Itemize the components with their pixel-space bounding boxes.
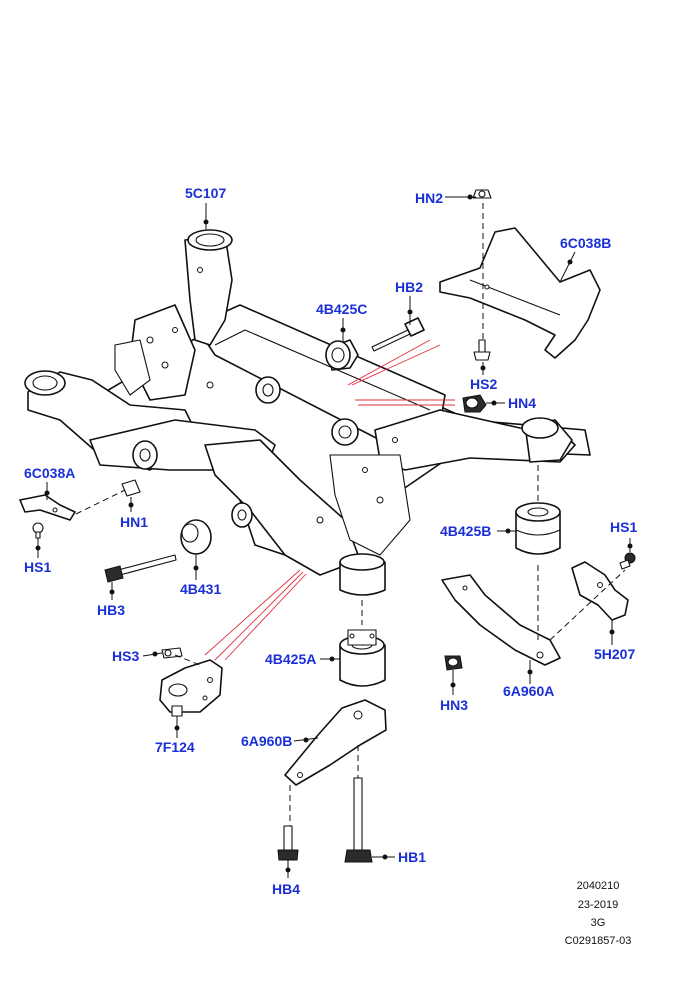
bushing-4b431 xyxy=(180,519,212,555)
label-hs3: HS3 xyxy=(112,648,139,664)
label-hn4: HN4 xyxy=(508,395,536,411)
bracket-6a960b xyxy=(284,699,387,786)
red-alignment-lines xyxy=(204,339,455,661)
bolt-hb3 xyxy=(104,554,177,583)
nut-hn3 xyxy=(444,655,463,671)
screw-hs1-left xyxy=(32,522,44,539)
nut-hn2 xyxy=(472,189,492,199)
alignment-lines xyxy=(75,203,626,826)
screw-hs1-right xyxy=(619,552,636,570)
bracket-6a960a xyxy=(441,574,561,666)
label-6c038a: 6C038A xyxy=(24,465,75,481)
rear-subframe xyxy=(24,229,591,596)
label-hb4: HB4 xyxy=(272,881,300,897)
reference-line-1: 2040210 xyxy=(577,880,620,892)
callout-labels: 5C107 HN2 6C038B 4B425C HB2 HS2 HN4 6C03… xyxy=(24,185,637,897)
reference-line-2: 23-2019 xyxy=(578,899,618,911)
label-hs1-left: HS1 xyxy=(24,559,51,575)
nut-hn1 xyxy=(121,479,141,497)
leader-lines xyxy=(35,194,633,878)
screw-hs2 xyxy=(473,339,491,361)
label-6a960a: 6A960A xyxy=(503,683,554,699)
reference-line-4: C0291857-03 xyxy=(565,935,632,947)
bolt-hb4 xyxy=(277,825,299,861)
bushing-4b425c xyxy=(325,339,359,371)
bracket-7f124 xyxy=(159,659,223,717)
mount-4b425b xyxy=(515,502,561,555)
bolt-hb1 xyxy=(344,777,373,863)
label-4b425a: 4B425A xyxy=(265,651,316,667)
label-5h207: 5H207 xyxy=(594,646,635,662)
label-hs1-right: HS1 xyxy=(610,519,637,535)
heat-shield-6c038b xyxy=(439,227,601,359)
label-hn2: HN2 xyxy=(415,190,443,206)
label-hb3: HB3 xyxy=(97,602,125,618)
label-hs2: HS2 xyxy=(470,376,497,392)
label-4b425c: 4B425C xyxy=(316,301,367,317)
label-6a960b: 6A960B xyxy=(241,733,292,749)
label-4b431: 4B431 xyxy=(180,581,221,597)
reference-line-3: 3G xyxy=(591,917,606,929)
label-7f124: 7F124 xyxy=(155,739,195,755)
nut-hn4 xyxy=(462,394,487,413)
label-6c038b: 6C038B xyxy=(560,235,611,251)
label-5c107: 5C107 xyxy=(185,185,226,201)
label-4b425b: 4B425B xyxy=(440,523,491,539)
mount-4b425a xyxy=(339,629,386,687)
label-hb2: HB2 xyxy=(395,279,423,295)
label-hn1: HN1 xyxy=(120,514,148,530)
label-hn3: HN3 xyxy=(440,697,468,713)
bracket-6c038a xyxy=(19,494,76,521)
bolt-hb2 xyxy=(371,317,425,352)
label-hb1: HB1 xyxy=(398,849,426,865)
reference-block: 2040210 23-2019 3G C0291857-03 xyxy=(565,880,632,947)
bracket-5h207 xyxy=(571,561,629,621)
